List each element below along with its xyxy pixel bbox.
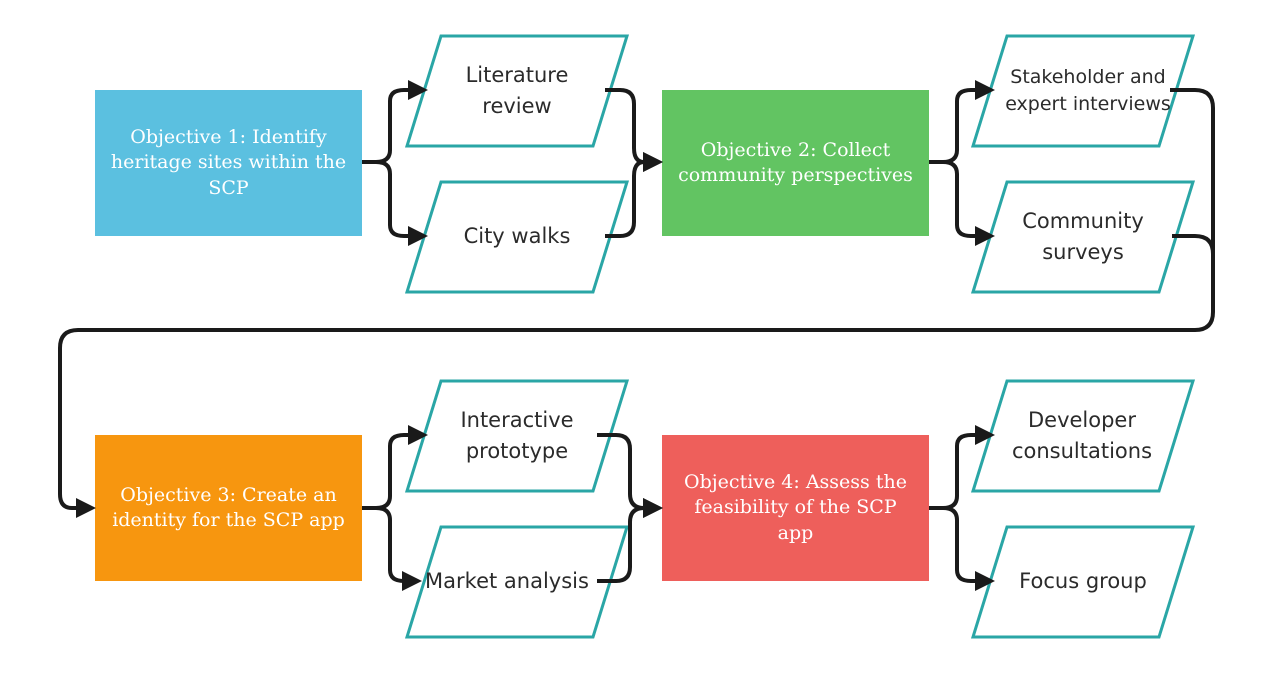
objective-4-label: Objective 4: Assess the feasibility of t… [684, 471, 907, 544]
method-interactive-prototype-label: Interactive prototype [460, 407, 574, 464]
objective-1-box [95, 90, 362, 236]
method-community-surveys-label: Community surveys [1022, 208, 1144, 265]
objective-3-label: Objective 3: Create an identity for the … [112, 483, 345, 531]
connector-market-to-obj4 [597, 498, 663, 583]
connector-obj2-to-surveys [929, 160, 995, 246]
method-city-walks-label: City walks [463, 224, 571, 249]
method-stakeholder-interviews-shape [970, 34, 1196, 148]
method-focus-group-shape [970, 525, 1196, 639]
method-stakeholder-interviews-label: Stakeholder and expert interviews [1005, 66, 1171, 115]
objective-4-box [662, 435, 929, 581]
method-developer-consultations-shape [970, 379, 1196, 493]
method-literature-review-shape [404, 34, 630, 148]
method-focus-group-label: Focus group [1019, 569, 1147, 594]
connector-literature-to-obj2 [605, 88, 663, 172]
connector-obj3-to-market [362, 506, 422, 591]
objective-3-box [95, 435, 362, 581]
objective-1-label: Objective 1: Identify heritage sites wit… [110, 126, 347, 199]
connector-citywalks-to-obj2 [605, 152, 663, 238]
method-city-walks-shape [404, 180, 630, 294]
connector-obj4-to-focusgroup [929, 506, 995, 591]
method-community-surveys-shape [970, 180, 1196, 294]
connector-surveys-to-obj3 [1172, 234, 1215, 255]
connector-stakeholder-to-obj3 [58, 88, 1215, 518]
objective-2-box [662, 90, 929, 236]
method-literature-review-label: Literature review [465, 62, 569, 119]
objective-2-label: Objective 2: Collect community perspecti… [678, 138, 913, 186]
method-market-analysis-label: Market analysis [425, 569, 589, 594]
method-interactive-prototype-shape [404, 379, 630, 493]
connector-obj1-to-citywalks [362, 160, 428, 246]
method-market-analysis-shape [404, 525, 630, 639]
method-developer-consultations-label: Developer consultations [1011, 407, 1153, 464]
